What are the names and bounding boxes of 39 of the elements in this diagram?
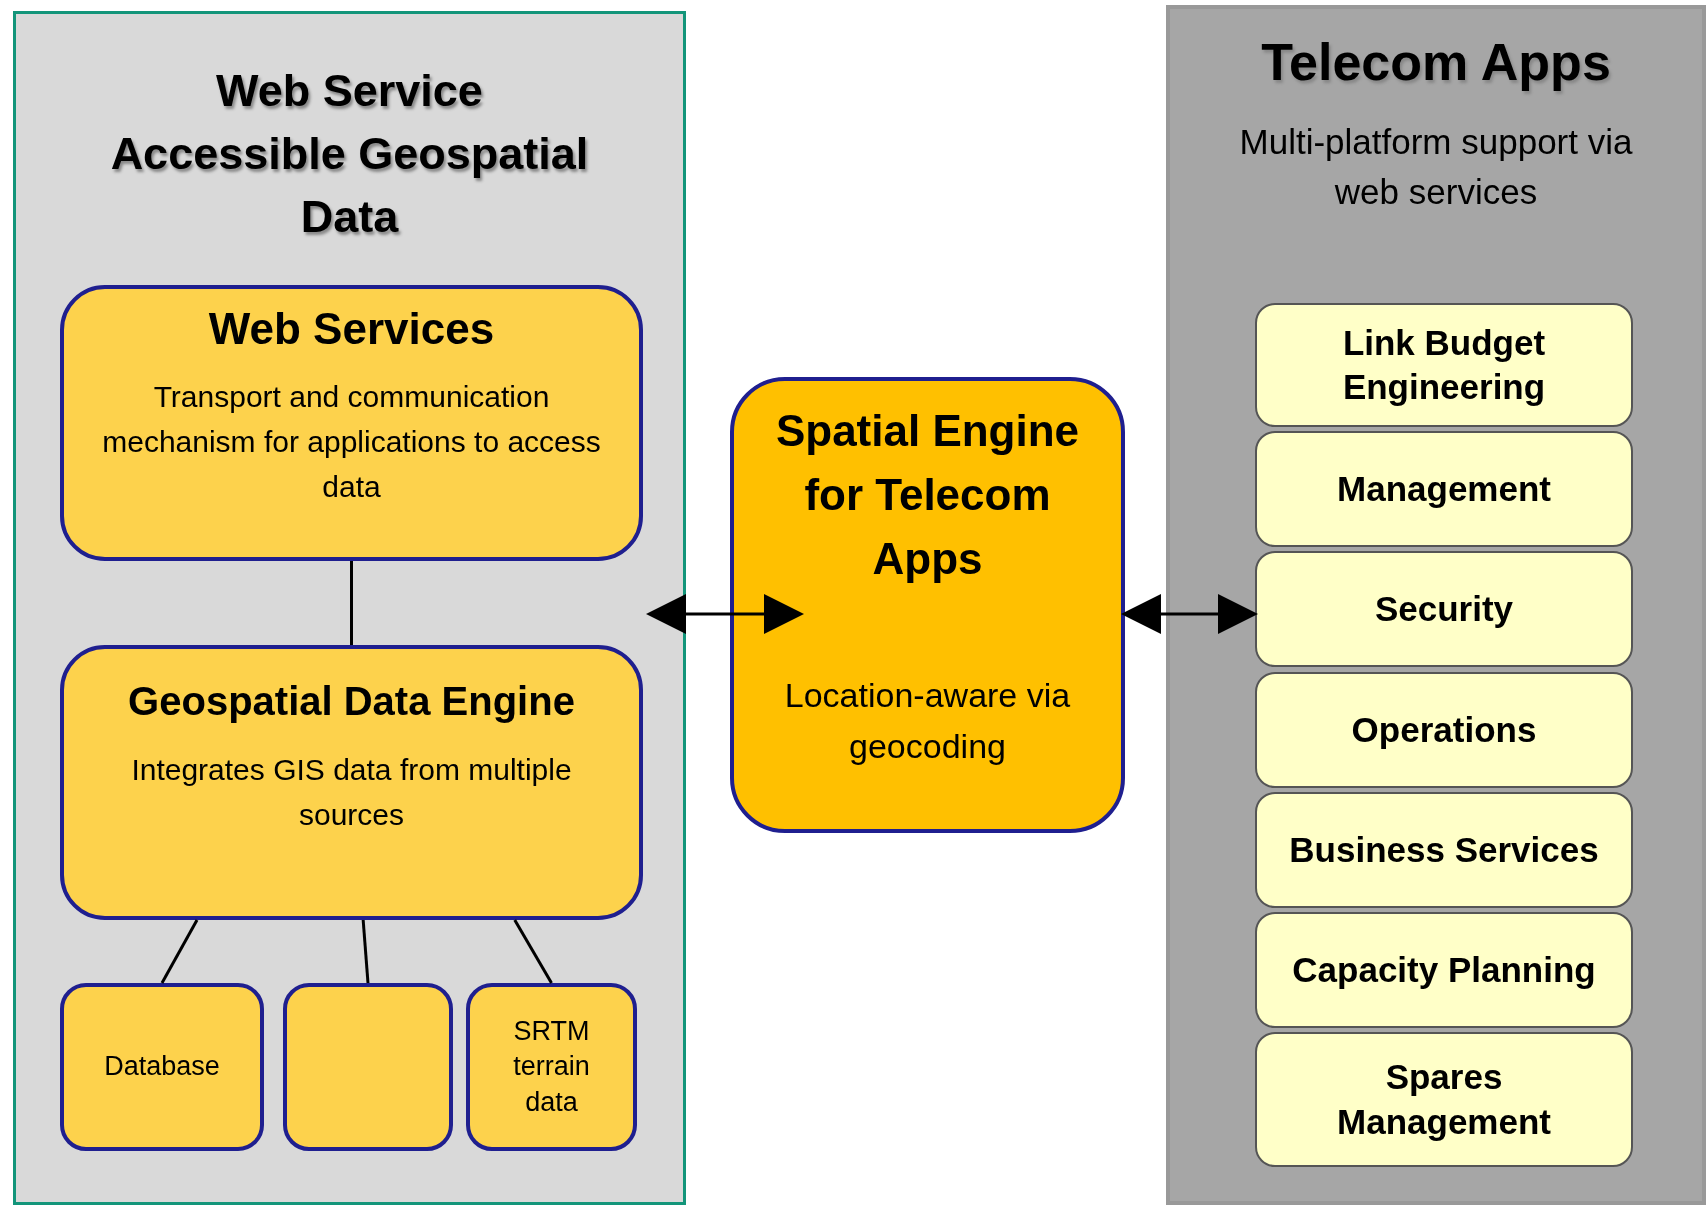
empty-box [283, 983, 453, 1151]
engine-box [730, 377, 1125, 833]
label: SRTM terrain data [512, 1015, 591, 1119]
heading: Geospatial Data Engine [128, 678, 575, 725]
group-panel [1166, 5, 1706, 1205]
connector-line [350, 561, 353, 645]
app-box [1255, 431, 1633, 547]
app-box [1255, 792, 1633, 908]
label: Operations [1350, 708, 1538, 751]
description: Multi-platform support via web services [1238, 120, 1634, 214]
connector-line [361, 919, 370, 984]
heading: Web Service Accessible Geospatial Data [109, 64, 590, 244]
description: Integrates GIS data from multiple sources [130, 752, 573, 833]
label: Capacity Planning [1291, 948, 1597, 991]
connector-line [513, 919, 553, 984]
double-arrow [1121, 594, 1258, 634]
label: Database [104, 1050, 220, 1084]
connector-line [160, 919, 199, 984]
app-box [1255, 1032, 1633, 1167]
heading: Telecom Apps [1260, 32, 1612, 93]
app-box [1255, 303, 1633, 427]
description: Transport and communication mechanism for applications to access data [101, 378, 602, 505]
heading: Spatial Engine for Telecom Apps [774, 405, 1081, 585]
label: Security [1373, 587, 1515, 630]
data-source-box [60, 983, 264, 1151]
description: Location-aware via geocoding [783, 675, 1072, 768]
double-arrow [646, 594, 804, 634]
label: Spares Management [1336, 1056, 1552, 1143]
heading: Web Services [208, 303, 495, 355]
component-box [60, 285, 643, 561]
data-source-box [466, 983, 637, 1151]
group-panel [13, 11, 686, 1205]
app-box [1255, 551, 1633, 667]
label: Business Services [1288, 828, 1600, 871]
label: Link Budget Engineering [1341, 321, 1547, 408]
label: Management [1336, 467, 1552, 510]
app-box [1255, 912, 1633, 1028]
component-box [60, 645, 643, 920]
app-box [1255, 672, 1633, 788]
